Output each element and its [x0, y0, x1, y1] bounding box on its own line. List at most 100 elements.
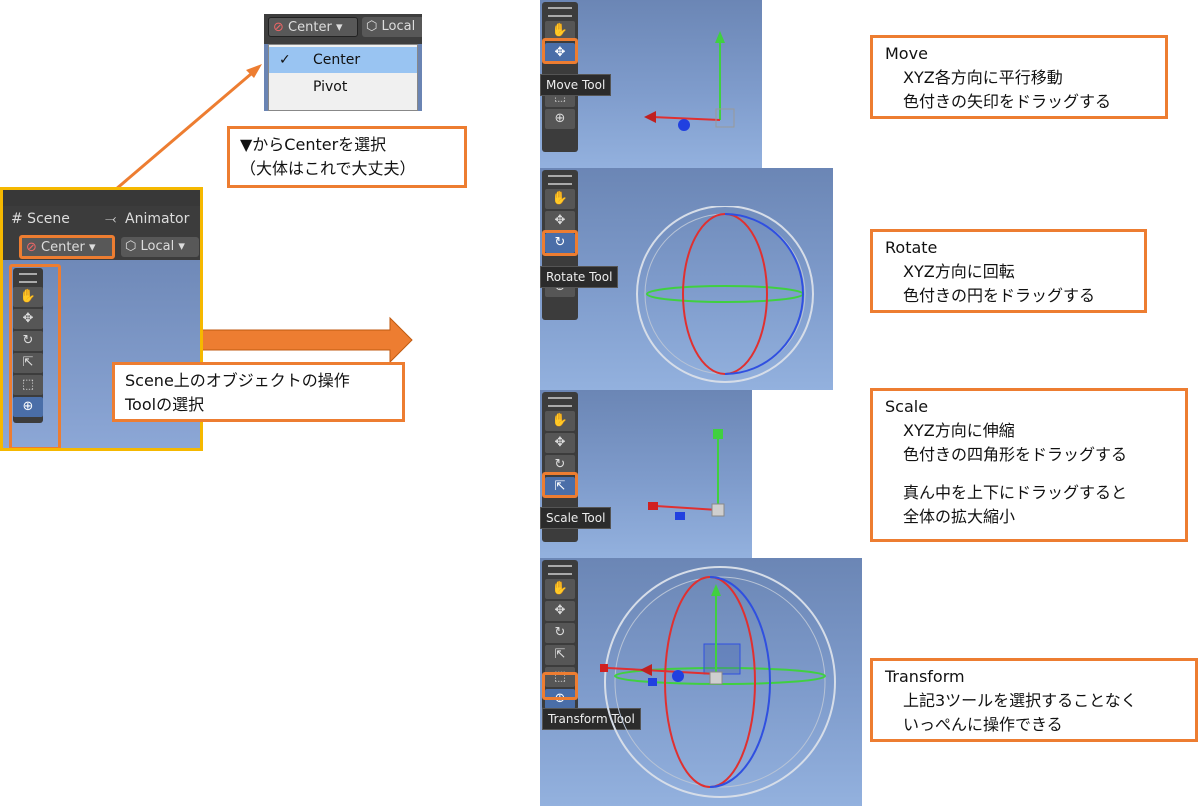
pivot-mode-button[interactable]: ⊘ Center ▾ — [268, 17, 358, 37]
z-rotation-circle[interactable] — [709, 576, 771, 788]
callout-line: いっぺんに操作できる — [903, 715, 1063, 734]
callout-line: 全体の拡大縮小 — [903, 507, 1016, 526]
outer-rotation-ring[interactable] — [604, 566, 836, 798]
hand-icon: ✋ — [551, 23, 569, 38]
rotate-tool-button[interactable]: ↻ — [545, 233, 575, 253]
z-arrowhead[interactable] — [678, 119, 690, 131]
chevron-down-icon: ▾ — [88, 240, 96, 255]
menu-item-pivot[interactable]: Pivot — [269, 74, 417, 100]
move-tool-button[interactable]: ✥ — [545, 43, 575, 63]
rotate-icon: ↻ — [554, 235, 566, 250]
pivot-mode-label: Center — [41, 240, 85, 255]
transform-tool-button[interactable]: ⊕ — [13, 397, 43, 417]
y-scale-handle[interactable] — [713, 429, 723, 439]
outer-rotation-ring[interactable] — [636, 206, 814, 383]
pivot-mode-label: Center — [288, 20, 332, 35]
hand-icon: ✋ — [551, 581, 569, 596]
transform-tool-button[interactable]: ⊕ — [545, 109, 575, 129]
callout-transform: Transform 上記3ツールを選択することなく いっぺんに操作できる — [870, 658, 1198, 742]
move-tool-button[interactable]: ✥ — [545, 433, 575, 453]
toolbar-grip[interactable] — [548, 397, 572, 407]
tab-scene[interactable]: # Scene — [11, 211, 70, 227]
dropdown-toolbar: ⊘ Center ▾ ⬡ Local — [264, 14, 422, 44]
cube-icon: ⬡ — [366, 19, 378, 34]
rotate-gizmo[interactable] — [630, 206, 820, 386]
hand-tool-button[interactable]: ✋ — [545, 579, 575, 599]
callout-move: Move XYZ各方向に平行移動 色付きの矢印をドラッグする — [870, 35, 1168, 119]
toolbar-grip[interactable] — [19, 273, 37, 283]
pivot-mode-button[interactable]: ⊘ Center ▾ — [19, 235, 115, 259]
check-icon: ✓ — [279, 52, 291, 68]
y-arrowhead[interactable] — [715, 31, 725, 43]
rotate-tool-button[interactable]: ↻ — [13, 331, 43, 351]
hand-tool-button[interactable]: ✋ — [545, 21, 575, 41]
tool-highlight — [542, 230, 578, 256]
menu-item-label: Pivot — [313, 79, 348, 95]
move-gizmo[interactable] — [630, 25, 750, 135]
plane-handle[interactable] — [715, 108, 735, 128]
move-tool-scene[interactable]: ✋ ✥ ⬚ ⊕ Move Tool — [540, 0, 762, 168]
handle-rotation-label: Local — [140, 239, 175, 254]
x-scale-handle[interactable] — [648, 502, 658, 510]
move-tool-button[interactable]: ✥ — [545, 601, 575, 621]
callout-line: 色付きの矢印をドラッグする — [903, 92, 1112, 111]
menu-item-center[interactable]: ✓ Center — [269, 47, 417, 73]
hand-tool-button[interactable]: ✋ — [545, 411, 575, 431]
callout-title: Scale — [885, 397, 929, 416]
rotate-tool-scene[interactable]: ✋ ✥ ↻ ⊕ Rotate Tool — [540, 168, 833, 390]
hand-tool-button[interactable]: ✋ — [13, 287, 43, 307]
scale-tool-button[interactable]: ⇱ — [545, 477, 575, 497]
move-tool-button[interactable]: ✥ — [13, 309, 43, 329]
pivot-dropdown-menu: ✓ Center Pivot — [268, 44, 418, 111]
rect-tool-button[interactable]: ⬚ — [13, 375, 43, 395]
trackball-ring[interactable] — [614, 576, 826, 788]
toolbar-grip[interactable] — [548, 7, 572, 17]
y-arrowhead[interactable] — [711, 584, 721, 596]
transform-gizmo[interactable] — [600, 564, 840, 804]
z-rotation-circle[interactable] — [724, 213, 804, 375]
transform-tool-scene[interactable]: ✋ ✥ ↻ ⇱ ⬚ ⊕ Transform Tool — [540, 558, 862, 806]
note-tool-selection: Scene上のオブジェクトの操作 Toolの選択 — [112, 362, 405, 422]
plane-handle[interactable] — [703, 643, 741, 675]
pivot-icon: ⊘ — [273, 20, 284, 35]
scale-tool-scene[interactable]: ✋ ✥ ↻ ⇱ Scale Tool — [540, 390, 752, 558]
scale-tool-button[interactable]: ⇱ — [13, 353, 43, 373]
handle-rotation-button[interactable]: ⬡ Local ▾ — [121, 237, 199, 257]
uniform-scale-handle[interactable] — [709, 671, 723, 685]
toolbar-highlight — [9, 264, 61, 448]
x-axis-arrow[interactable] — [607, 667, 717, 675]
toolbar-grip[interactable] — [548, 565, 572, 575]
scene-sub-toolbar: ⊘ Center ▾ ⬡ Local ▾ — [3, 234, 200, 260]
callout-line: XYZ方向に伸縮 — [903, 421, 1015, 440]
uniform-scale-handle[interactable] — [711, 503, 725, 517]
rotate-tool-button[interactable]: ↻ — [545, 623, 575, 643]
scale-icon: ⇱ — [554, 647, 566, 662]
z-arrowhead[interactable] — [672, 670, 684, 682]
move-icon: ✥ — [554, 603, 566, 618]
x-axis-arrow[interactable] — [651, 116, 721, 121]
move-icon: ✥ — [554, 435, 566, 450]
z-scale-handle[interactable] — [648, 678, 657, 686]
scale-gizmo[interactable] — [640, 426, 740, 526]
cube-icon: ⬡ — [125, 239, 137, 254]
tool-highlight — [542, 38, 578, 64]
scale-tool-button[interactable]: ⇱ — [545, 645, 575, 665]
rotate-tool-button[interactable]: ↻ — [545, 455, 575, 475]
scene-tools-toolbar: ✋ ✥ ↻ ⇱ ⬚ ⊕ — [542, 560, 578, 710]
x-arrowhead[interactable] — [640, 664, 652, 676]
y-rotation-circle[interactable] — [646, 285, 804, 303]
hand-tool-button[interactable]: ✋ — [545, 189, 575, 209]
z-scale-handle[interactable] — [675, 512, 685, 520]
x-rotation-circle[interactable] — [682, 213, 768, 375]
toolbar-grip[interactable] — [548, 175, 572, 185]
move-tool-button[interactable]: ✥ — [545, 211, 575, 231]
rotate-icon: ↻ — [554, 625, 566, 640]
tab-animator[interactable]: Animator — [125, 211, 190, 227]
x-scale-handle[interactable] — [600, 664, 608, 672]
handle-rotation-button[interactable]: ⬡ Local — [362, 17, 422, 37]
x-arrowhead[interactable] — [644, 111, 656, 123]
tool-highlight — [542, 672, 578, 700]
callout-line: 真ん中を上下にドラッグすると — [903, 483, 1128, 502]
x-scale-axis[interactable] — [655, 505, 719, 511]
scale-icon: ⇱ — [554, 479, 566, 494]
